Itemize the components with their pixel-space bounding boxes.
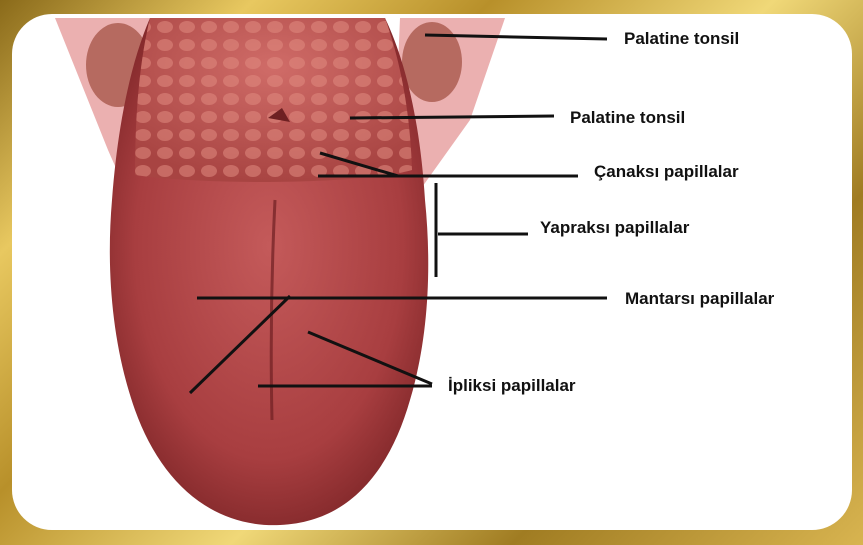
label-yapraksi-papillalar: Yapraksı papillalar [540,218,689,238]
label-ipliksi-papillalar: İpliksi papillalar [448,376,576,396]
label-palatine-tonsil-2: Palatine tonsil [570,108,685,128]
tongue-root-papillae [135,18,412,182]
label-canaksi-papillalar: Çanaksı papillalar [594,162,739,182]
label-palatine-tonsil-1: Palatine tonsil [624,29,739,49]
label-mantarsi-papillalar: Mantarsı papillalar [625,289,774,309]
leader-palatine-tonsil-2 [350,116,554,118]
